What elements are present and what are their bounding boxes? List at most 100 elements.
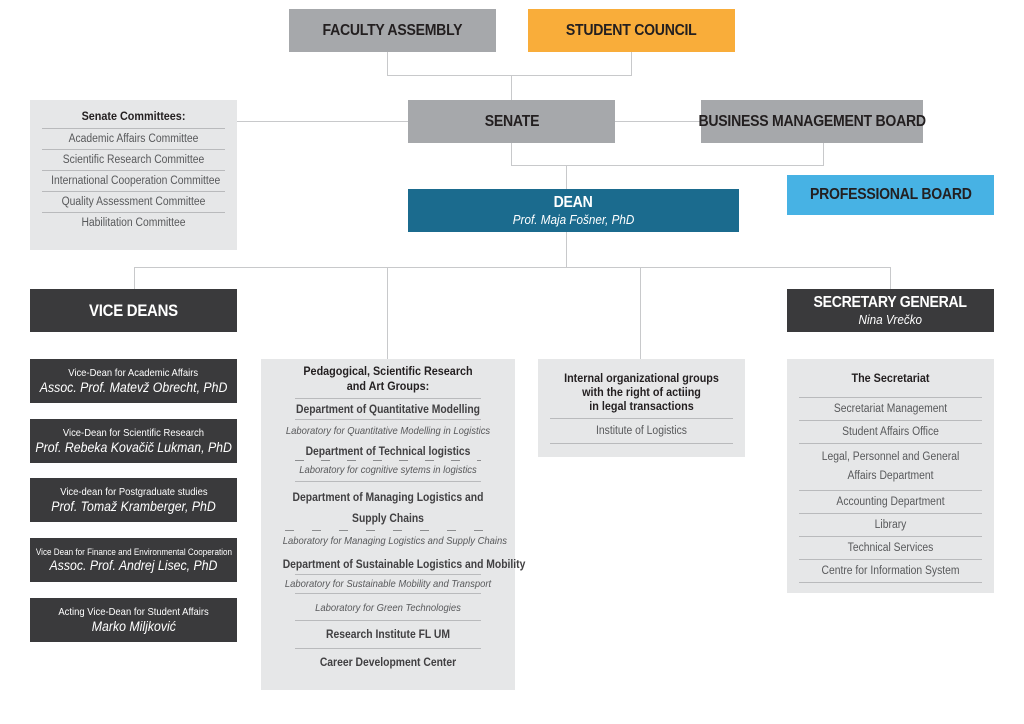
department-item[interactable]: Department of Quantitative Modelling	[295, 404, 481, 416]
faculty-assembly-box[interactable]: FACULTY ASSEMBLY	[289, 9, 496, 52]
vice-dean-title: Vice Dean for Finance and Environmental …	[35, 547, 232, 557]
laboratory-item[interactable]: Laboratory for Managing Logistics and Su…	[282, 535, 508, 547]
student-council-label: STUDENT COUNCIL	[566, 21, 697, 39]
secretariat-item[interactable]: Technical Services	[847, 542, 934, 554]
secretary-general-box[interactable]: SECRETARY GENERAL Nina Vrečko	[787, 289, 994, 332]
connector-line	[511, 75, 512, 100]
divider	[295, 593, 481, 594]
laboratory-item[interactable]: Laboratory for Quantitative Modelling in…	[285, 425, 491, 437]
dean-title: DEAN	[554, 194, 593, 211]
vice-deans-label: VICE DEANS	[89, 300, 178, 320]
connector-line	[237, 121, 408, 122]
vice-dean-name: Assoc. Prof. Andrej Lisec, PhD	[49, 557, 218, 573]
divider	[295, 620, 481, 621]
connector-line	[640, 267, 641, 359]
vice-dean-title: Vice-dean for Postgraduate studies	[59, 486, 208, 498]
business-management-board-box[interactable]: BUSINESS MANAGEMENT BOARD	[698, 100, 926, 143]
dean-name: Prof. Maja Fošner, PhD	[512, 212, 635, 227]
internal-groups-heading: Internal organizational groups with the …	[559, 371, 724, 413]
faculty-assembly-label: FACULTY ASSEMBLY	[322, 21, 463, 39]
divider	[550, 418, 733, 419]
vice-dean-card[interactable]: Vice Dean for Finance and Environmental …	[30, 538, 237, 582]
vice-deans-box[interactable]: VICE DEANS	[30, 289, 237, 332]
department-item[interactable]: Department of Managing Logistics and Sup…	[283, 488, 494, 530]
groups-heading-line: Pedagogical, Scientific Research	[303, 364, 473, 378]
committee-item[interactable]: Scientific Research Committee	[62, 154, 205, 166]
vice-dean-card[interactable]: Vice-Dean for Scientific Research Prof. …	[30, 419, 237, 463]
department-item[interactable]: Department of Technical logistics	[305, 446, 471, 458]
dean-box[interactable]: DEAN Prof. Maja Fošner, PhD	[408, 189, 739, 232]
connector-line	[615, 121, 701, 122]
connector-line	[134, 267, 135, 289]
laboratory-item[interactable]: Laboratory for Sustainable Mobility and …	[284, 578, 492, 590]
committee-item[interactable]: Academic Affairs Committee	[68, 133, 199, 145]
secretariat-item[interactable]: Legal, Personnel and General Affairs Dep…	[808, 444, 973, 490]
connector-line	[387, 267, 388, 359]
secretariat-item[interactable]: Centre for Information System	[821, 565, 960, 577]
connector-line	[823, 143, 824, 166]
vice-dean-card[interactable]: Acting Vice-Dean for Student Affairs Mar…	[30, 598, 237, 642]
divider	[42, 128, 225, 129]
groups-panel: Pedagogical, Scientific Research and Art…	[261, 359, 526, 690]
research-institute-item[interactable]: Research Institute FL UM	[325, 629, 451, 641]
department-item[interactable]: Department of Sustainable Logistics and …	[282, 559, 526, 571]
laboratory-item[interactable]: Laboratory for Green Technologies	[315, 602, 461, 614]
connector-line	[631, 52, 632, 76]
internal-heading-line: with the right of actiing	[582, 385, 701, 399]
career-center-item[interactable]: Career Development Center	[319, 657, 457, 669]
laboratory-item[interactable]: Laboratory for cognitive sytems in logis…	[299, 464, 477, 476]
divider	[550, 443, 733, 444]
connector-line	[134, 267, 891, 268]
institute-item[interactable]: Institute of Logistics	[596, 425, 687, 437]
connector-line	[566, 165, 567, 189]
divider	[799, 420, 982, 421]
vice-dean-card[interactable]: Vice-Dean for Academic Affairs Assoc. Pr…	[30, 359, 237, 403]
internal-heading-line: in legal transactions	[589, 399, 694, 413]
secretariat-item[interactable]: Secretariat Management	[833, 403, 948, 415]
internal-groups-panel: Internal organizational groups with the …	[538, 359, 745, 457]
divider	[799, 443, 982, 444]
secretariat-item-line: Legal, Personnel and General	[821, 451, 960, 463]
committee-item[interactable]: Habilitation Committee	[81, 217, 186, 229]
divider	[799, 513, 982, 514]
connector-line	[387, 52, 388, 76]
vice-dean-name: Assoc. Prof. Matevž Obrecht, PhD	[39, 379, 228, 395]
connector-line	[511, 143, 512, 166]
divider	[42, 212, 225, 213]
vice-dean-title: Vice-Dean for Scientific Research	[62, 427, 205, 439]
connector-line	[566, 232, 567, 268]
dashed-divider	[285, 530, 491, 531]
professional-board-box[interactable]: PROFESSIONAL BOARD	[787, 175, 994, 215]
divider	[42, 149, 225, 150]
divider	[295, 648, 481, 649]
divider	[799, 397, 982, 398]
committee-item[interactable]: Quality Assessment Committee	[61, 196, 206, 208]
senate-committees-panel: Senate Committees: Academic Affairs Comm…	[30, 100, 237, 250]
secretary-general-title: SECRETARY GENERAL	[813, 294, 968, 311]
dashed-divider	[295, 460, 481, 461]
secretariat-panel: The Secretariat Secretariat Management S…	[787, 359, 994, 593]
secretariat-item[interactable]: Accounting Department	[836, 496, 945, 508]
divider	[295, 419, 481, 420]
secretariat-item[interactable]: Library	[874, 519, 907, 531]
secretariat-item[interactable]: Student Affairs Office	[842, 426, 939, 438]
senate-label: SENATE	[484, 112, 539, 130]
senate-box[interactable]: SENATE	[408, 100, 615, 143]
vice-dean-card[interactable]: Vice-dean for Postgraduate studies Prof.…	[30, 478, 237, 522]
divider	[295, 574, 481, 575]
divider	[799, 559, 982, 560]
department-line: Supply Chains	[352, 513, 424, 525]
committee-item[interactable]: International Cooperation Committee	[51, 175, 221, 187]
vice-dean-name: Marko Miljković	[91, 618, 176, 634]
vice-dean-name: Prof. Rebeka Kovačič Lukman, PhD	[35, 439, 232, 455]
vice-dean-title: Acting Vice-Dean for Student Affairs	[58, 606, 209, 618]
connector-line	[511, 165, 824, 166]
divider	[799, 490, 982, 491]
divider	[42, 191, 225, 192]
student-council-box[interactable]: STUDENT COUNCIL	[528, 9, 735, 52]
groups-heading-line: and Art Groups:	[346, 379, 430, 393]
vice-dean-title: Vice-Dean for Academic Affairs	[68, 367, 199, 379]
department-line: Department of Managing Logistics and	[292, 492, 484, 504]
divider	[799, 582, 982, 583]
secretariat-heading: The Secretariat	[851, 371, 930, 385]
